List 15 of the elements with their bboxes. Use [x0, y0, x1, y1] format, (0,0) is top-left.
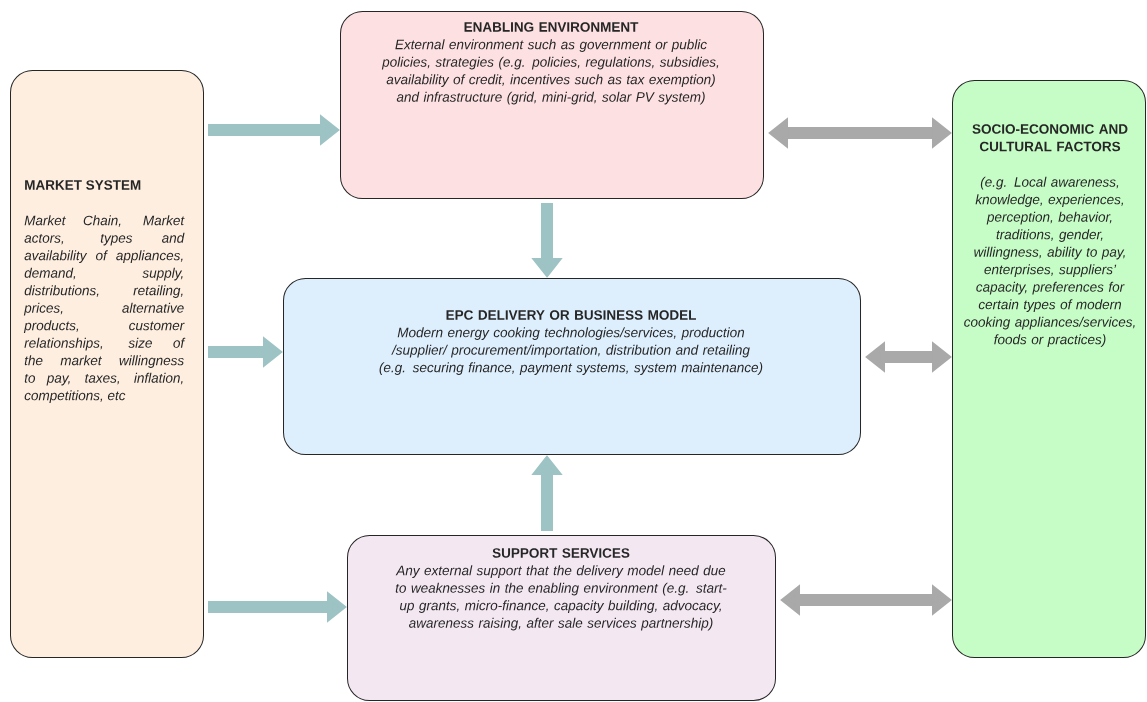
box-heading: SOCIO-ECONOMIC AND CULTURAL FACTORS: [972, 124, 1128, 152]
rounded-box: [347, 535, 776, 701]
box-description: (e.g. Local awareness, knowledge, experiences, perception, behavior, traditions, gender, willingness, ability to pay, enterprises, suppliers’ capacity, preferences for certain types of modern cooking appliances/services, foods or practices): [964, 176, 1135, 347]
box-heading: MARKET SYSTEM: [25, 180, 141, 190]
box-description: Modern energy cooking technologies/services, production /supplier/ procurement/importation, distribution and retailing (e.g. securing finance, payment systems, system maintenance): [379, 327, 763, 375]
rounded-box: [10, 70, 204, 658]
box-description: Market Chain, Market actors, types and availability of appliances, demand, supply, distributions, retailing, prices, alternative products, customer relationships, size of the market willingness to pay, taxes, inflation, competitions, etc: [23, 215, 186, 403]
box-heading: ENABLING ENVIRONMENT: [464, 22, 639, 32]
box-heading: EPC DELIVERY OR BUSINESS MODEL: [446, 310, 696, 320]
rounded-box: [283, 278, 861, 455]
box-heading: SUPPORT SERVICES: [492, 548, 630, 558]
rounded-box: [952, 80, 1146, 658]
box-description: External environment such as government or public policies, strategies (e.g. policies, regulations, subsidies, availability of credit, incentives such as tax exemption) and infrastructure (grid, mini-grid, solar PV system): [381, 39, 719, 105]
rounded-box: [340, 11, 764, 199]
box-description: Any external support that the delivery model need due to weaknesses in the enabling environment (e.g. start-up grants, micro-finance, capacity building, advocacy, awareness raising, after sale services partnership): [395, 565, 727, 631]
